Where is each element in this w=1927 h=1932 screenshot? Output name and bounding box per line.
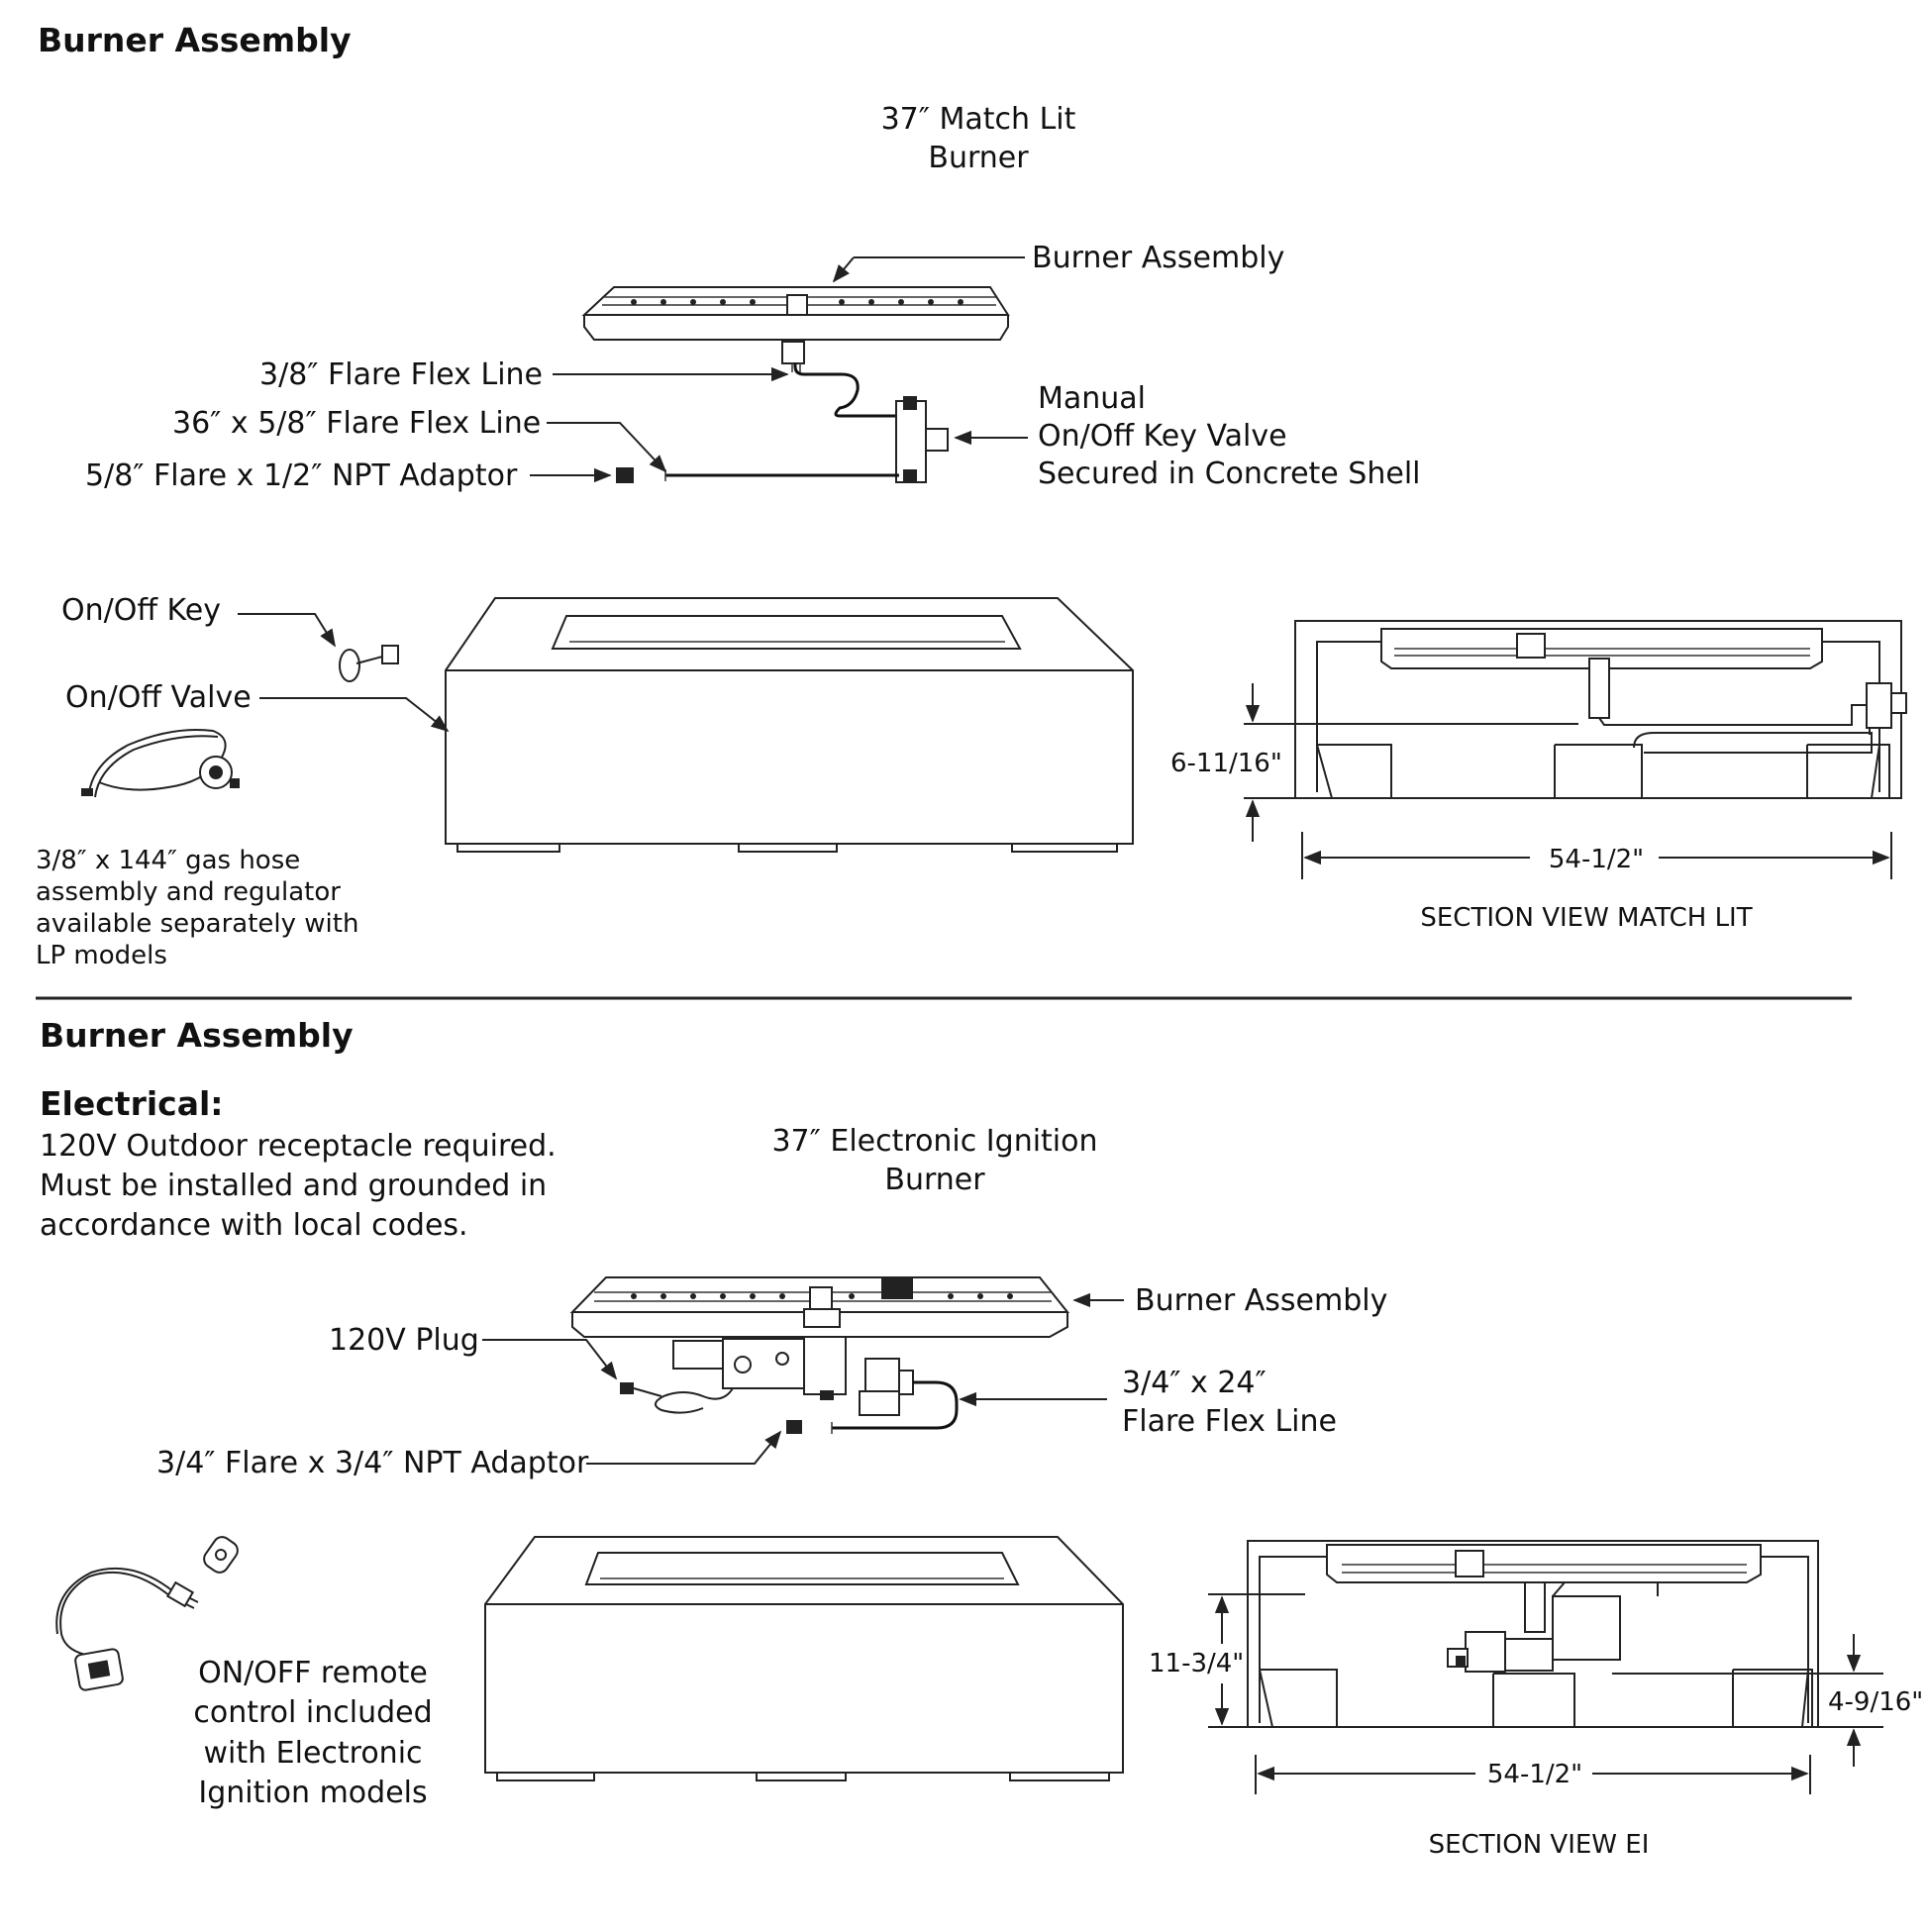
bottom-section-caption: SECTION VIEW EI [1429,1830,1650,1860]
top-burner-title-line2: Burner [928,141,1029,175]
bottom-burner-title-line2: Burner [884,1163,985,1197]
label-onoff-valve: On/Off Valve [65,680,252,715]
label-valve-line3: Secured in Concrete Shell [1038,457,1420,491]
top-section-width: 54-1/2" [1549,845,1644,874]
remote-control-icon [203,1536,239,1574]
electrical-line1: 120V Outdoor receptacle required. [40,1129,557,1164]
hose-note-line2: assembly and regulator [36,877,341,907]
electrical-line3: accordance with local codes. [40,1208,468,1243]
label-adaptor-top: 5/8″ Flare x 1/2″ NPT Adaptor [85,458,518,493]
match-lit-gas-lines [616,362,949,483]
remote-note-line4: Ignition models [198,1776,427,1810]
label-flex-38: 3/8″ Flare Flex Line [259,357,543,392]
bottom-burner-title-line1: 37″ Electronic Ignition [771,1124,1097,1159]
ei-burner-pan [569,1276,1070,1434]
label-flex-36: 36″ x 5/8″ Flare Flex Line [172,406,541,441]
hose-note-line4: LP models [36,941,167,970]
remote-note-line2: control included [193,1695,432,1730]
label-ei-flex-line1: 3/4″ x 24″ [1122,1366,1267,1400]
label-valve-line1: Manual [1038,381,1146,416]
section-view-match-lit [1244,620,1907,799]
electrical-line2: Must be installed and grounded in [40,1169,547,1203]
fire-table-match-lit [445,597,1134,853]
label-onoff-key: On/Off Key [61,593,221,628]
onoff-key-icon [339,645,399,682]
electrical-heading: Electrical: [40,1084,224,1123]
hose-note-line3: available separately with [36,909,358,939]
label-ei-flex-line2: Flare Flex Line [1122,1404,1337,1439]
power-cord-icon [55,1567,199,1691]
remote-note-line1: ON/OFF remote [198,1656,428,1690]
hose-note-line1: 3/8″ x 144″ gas hose [36,846,300,875]
bottom-section-height: 11-3/4" [1149,1649,1244,1678]
section-view-ei [1208,1540,1883,1728]
bottom-heading: Burner Assembly [40,1016,354,1055]
label-120v-plug: 120V Plug [329,1323,479,1358]
label-ei-burner-assembly: Burner Assembly [1135,1283,1387,1318]
fire-table-electronic-ignition [484,1536,1124,1781]
bottom-section-width: 54-1/2" [1487,1760,1582,1789]
top-burner-title-line1: 37″ Match Lit [881,102,1076,137]
label-burner-assembly: Burner Assembly [1032,241,1284,275]
label-valve-line2: On/Off Key Valve [1038,419,1287,454]
remote-note-line3: with Electronic [203,1736,422,1771]
top-section-height: 6-11/16" [1170,749,1282,778]
gas-hose-icon [81,728,240,798]
top-section-caption: SECTION VIEW MATCH LIT [1420,903,1752,933]
bottom-section-side: 4-9/16" [1828,1687,1923,1717]
top-heading: Burner Assembly [38,21,352,59]
match-lit-burner-pan [581,286,1010,364]
label-ei-adaptor: 3/4″ Flare x 3/4″ NPT Adaptor [156,1446,589,1480]
